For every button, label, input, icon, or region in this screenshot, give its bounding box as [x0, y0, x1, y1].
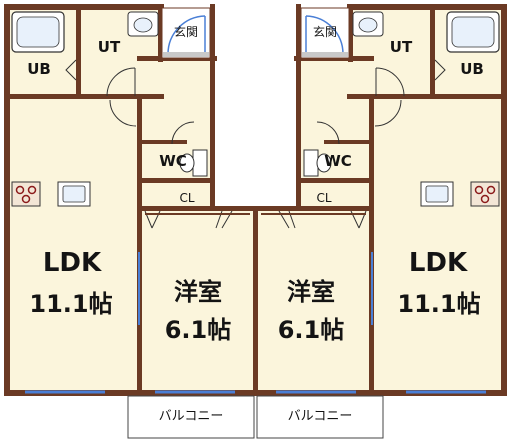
right-balcony: [256, 395, 384, 439]
right-western-label: 洋室: [287, 278, 335, 306]
left-ut-label: UT: [97, 38, 121, 56]
right-floor-ldk: [373, 98, 503, 390]
left-balcony: [127, 395, 255, 439]
left-entrance-label: 玄関: [173, 25, 198, 39]
left-wc-label: WC: [159, 152, 187, 170]
left-ub-label: UB: [27, 60, 51, 78]
left-ldk-label: LDK: [42, 248, 102, 278]
kitchen-sink-icon: [57, 181, 91, 207]
right-balcony-label: バルコニー: [287, 409, 353, 424]
sink-icon: [127, 11, 159, 37]
left-western-label: 洋室: [174, 278, 222, 306]
right-unit: [251, 4, 507, 439]
door-swing-icon: [106, 67, 136, 97]
right-floor-west: [258, 210, 370, 390]
kitchen-stove-icon: [11, 181, 41, 207]
left-floor-west: [141, 210, 253, 390]
right-ldk-label: LDK: [408, 248, 468, 278]
right-wc-label: WC: [324, 152, 352, 170]
left-unit: [4, 4, 260, 439]
left-balcony-label: バルコニー: [158, 409, 224, 424]
left-floor-ldk: [8, 98, 138, 390]
right-ub-label: UB: [460, 60, 484, 78]
right-western-area: 6.1帖: [277, 316, 345, 344]
right-ut-label: UT: [389, 38, 413, 56]
left-closet-label: CL: [179, 191, 195, 205]
right-entrance-label: 玄関: [312, 25, 337, 39]
right-ldk-area: 11.1帖: [397, 290, 481, 318]
left-ldk-area: 11.1帖: [29, 290, 113, 318]
toilet-icon: [179, 149, 208, 177]
bathtub-icon: [11, 11, 65, 53]
left-western-area: 6.1帖: [164, 316, 232, 344]
right-closet-label: CL: [316, 191, 332, 205]
